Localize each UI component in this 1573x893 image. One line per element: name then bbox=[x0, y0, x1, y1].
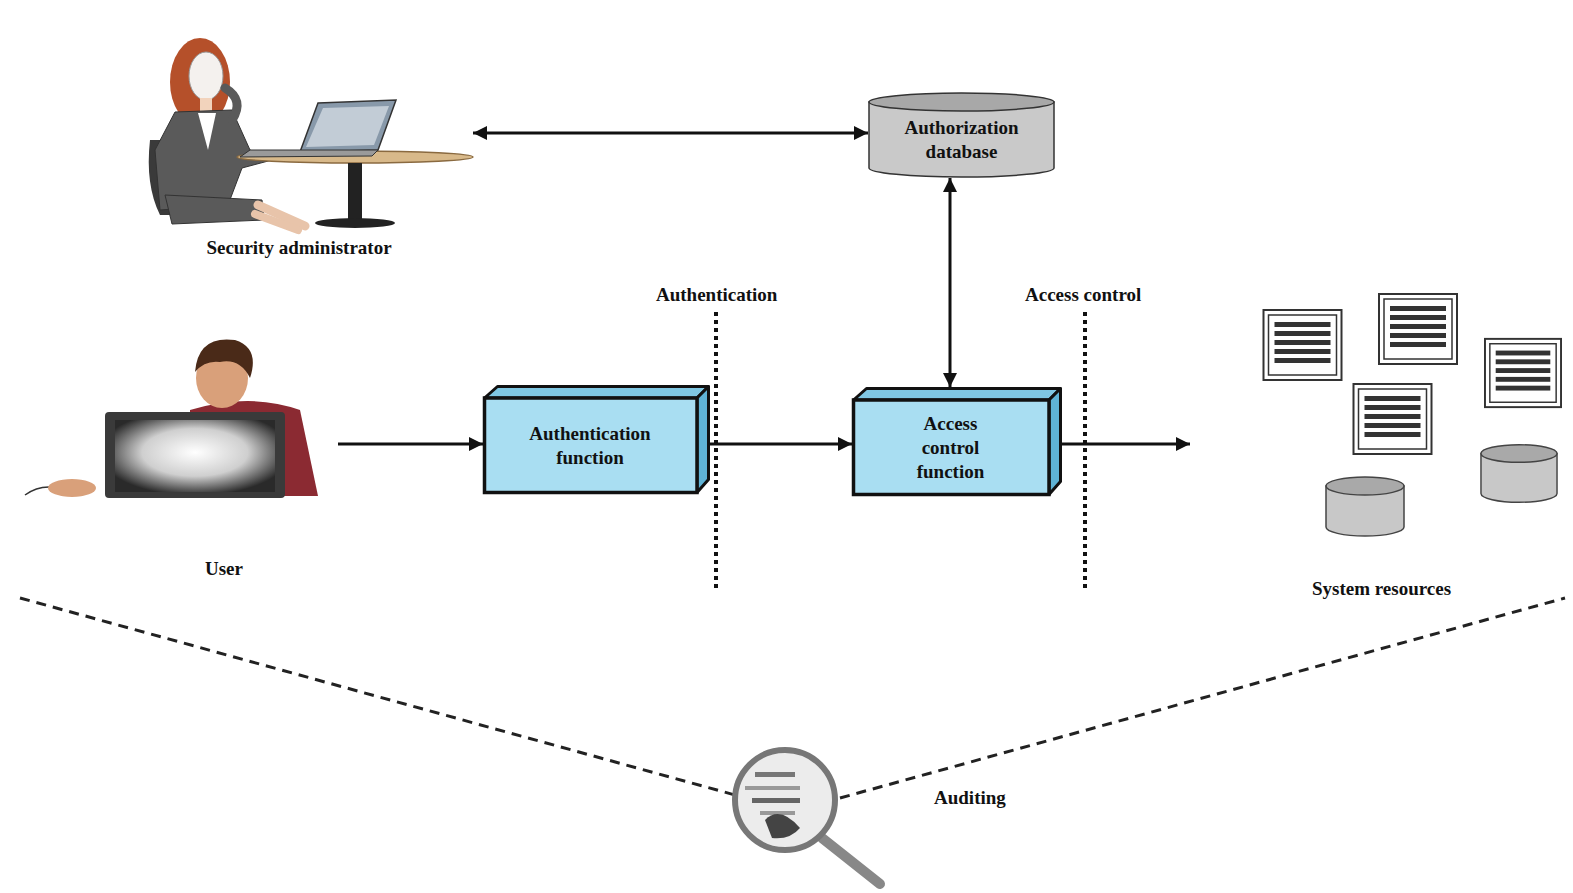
magnifier-icon-part bbox=[752, 798, 800, 803]
node-label: User bbox=[110, 557, 338, 581]
system-resources-icons-part bbox=[1326, 477, 1404, 536]
magnifier-icon bbox=[735, 750, 880, 884]
arrow-connector bbox=[949, 178, 952, 387]
boundary-label: Access control bbox=[1022, 284, 1144, 306]
system-resources-icons-part bbox=[1481, 445, 1557, 503]
security-administrator-figure-part bbox=[255, 214, 298, 230]
user-figure-part bbox=[195, 339, 253, 378]
node-text-group: User bbox=[110, 557, 338, 581]
database-body bbox=[869, 102, 1054, 177]
boundary-label: Auditing bbox=[931, 787, 1009, 809]
security-administrator-figure-part bbox=[165, 195, 264, 224]
node-label: Authentication function bbox=[495, 422, 685, 470]
arrow-connector bbox=[338, 443, 483, 446]
system-resources-icons-part bbox=[1264, 310, 1342, 380]
security-administrator-figure-part bbox=[225, 88, 237, 120]
arrow-connector bbox=[710, 443, 852, 446]
security-administrator-figure-part bbox=[240, 150, 378, 157]
node-label: Authorization database bbox=[868, 116, 1055, 164]
actor-node: User bbox=[110, 335, 338, 583]
security-administrator-figure-part bbox=[315, 218, 395, 228]
boundary-lines-part bbox=[1083, 312, 1087, 590]
node-text-group: Security administrator bbox=[125, 236, 473, 260]
system-resources-icons-part bbox=[1485, 339, 1561, 407]
node-label: Security administrator bbox=[125, 236, 473, 260]
security-administrator-figure-part bbox=[348, 163, 362, 221]
node-text-group: System resources bbox=[1190, 577, 1573, 601]
security-administrator-figure-part bbox=[300, 100, 396, 152]
database-top bbox=[869, 93, 1054, 111]
user-figure bbox=[25, 339, 318, 498]
user-figure-part bbox=[105, 412, 285, 498]
boundary-lines bbox=[716, 312, 1085, 590]
magnifier-icon-part bbox=[745, 786, 800, 790]
node-text-group: Authentication function bbox=[495, 422, 685, 470]
database-cylinder: Authorization database bbox=[868, 92, 1055, 178]
resource-group: System resources bbox=[1190, 285, 1573, 603]
security-administrator-figure bbox=[149, 38, 473, 230]
node-text-group: Access control function bbox=[896, 412, 1006, 484]
actor-node: Security administrator bbox=[125, 30, 473, 262]
boundary-lines-part bbox=[714, 312, 718, 590]
magnifier-icon-part bbox=[735, 750, 835, 850]
magnifier-icon-part bbox=[765, 814, 800, 838]
user-figure-part bbox=[115, 420, 275, 492]
magnifier-icon-part bbox=[822, 838, 880, 884]
system-resources-icons bbox=[1264, 294, 1562, 536]
security-administrator-figure-part bbox=[198, 113, 216, 150]
magnifier-icon-part bbox=[755, 772, 795, 777]
security-administrator-figure-part bbox=[237, 151, 473, 163]
box-front-face bbox=[485, 398, 698, 493]
node-text-group: Authorization database bbox=[868, 116, 1055, 164]
auditing-scope-part bbox=[20, 598, 735, 795]
system-resources-icons-part bbox=[1354, 384, 1432, 454]
boundary-label: Authentication bbox=[653, 284, 780, 306]
node-label: Access control function bbox=[896, 412, 1006, 484]
node-label: System resources bbox=[1190, 577, 1573, 601]
arrow-connector bbox=[473, 132, 868, 135]
security-administrator-figure-part bbox=[306, 106, 389, 147]
arrow-connector bbox=[1062, 443, 1190, 446]
security-administrator-figure-part bbox=[189, 52, 223, 100]
user-figure-part bbox=[48, 479, 96, 497]
box-front-face bbox=[854, 400, 1050, 495]
system-resources-icons-part bbox=[1379, 294, 1457, 364]
auditing-scope-part bbox=[840, 598, 1565, 798]
process-box: Access control function bbox=[852, 387, 1062, 496]
process-box: Authentication function bbox=[483, 385, 710, 494]
security-administrator-figure-part bbox=[200, 98, 212, 112]
